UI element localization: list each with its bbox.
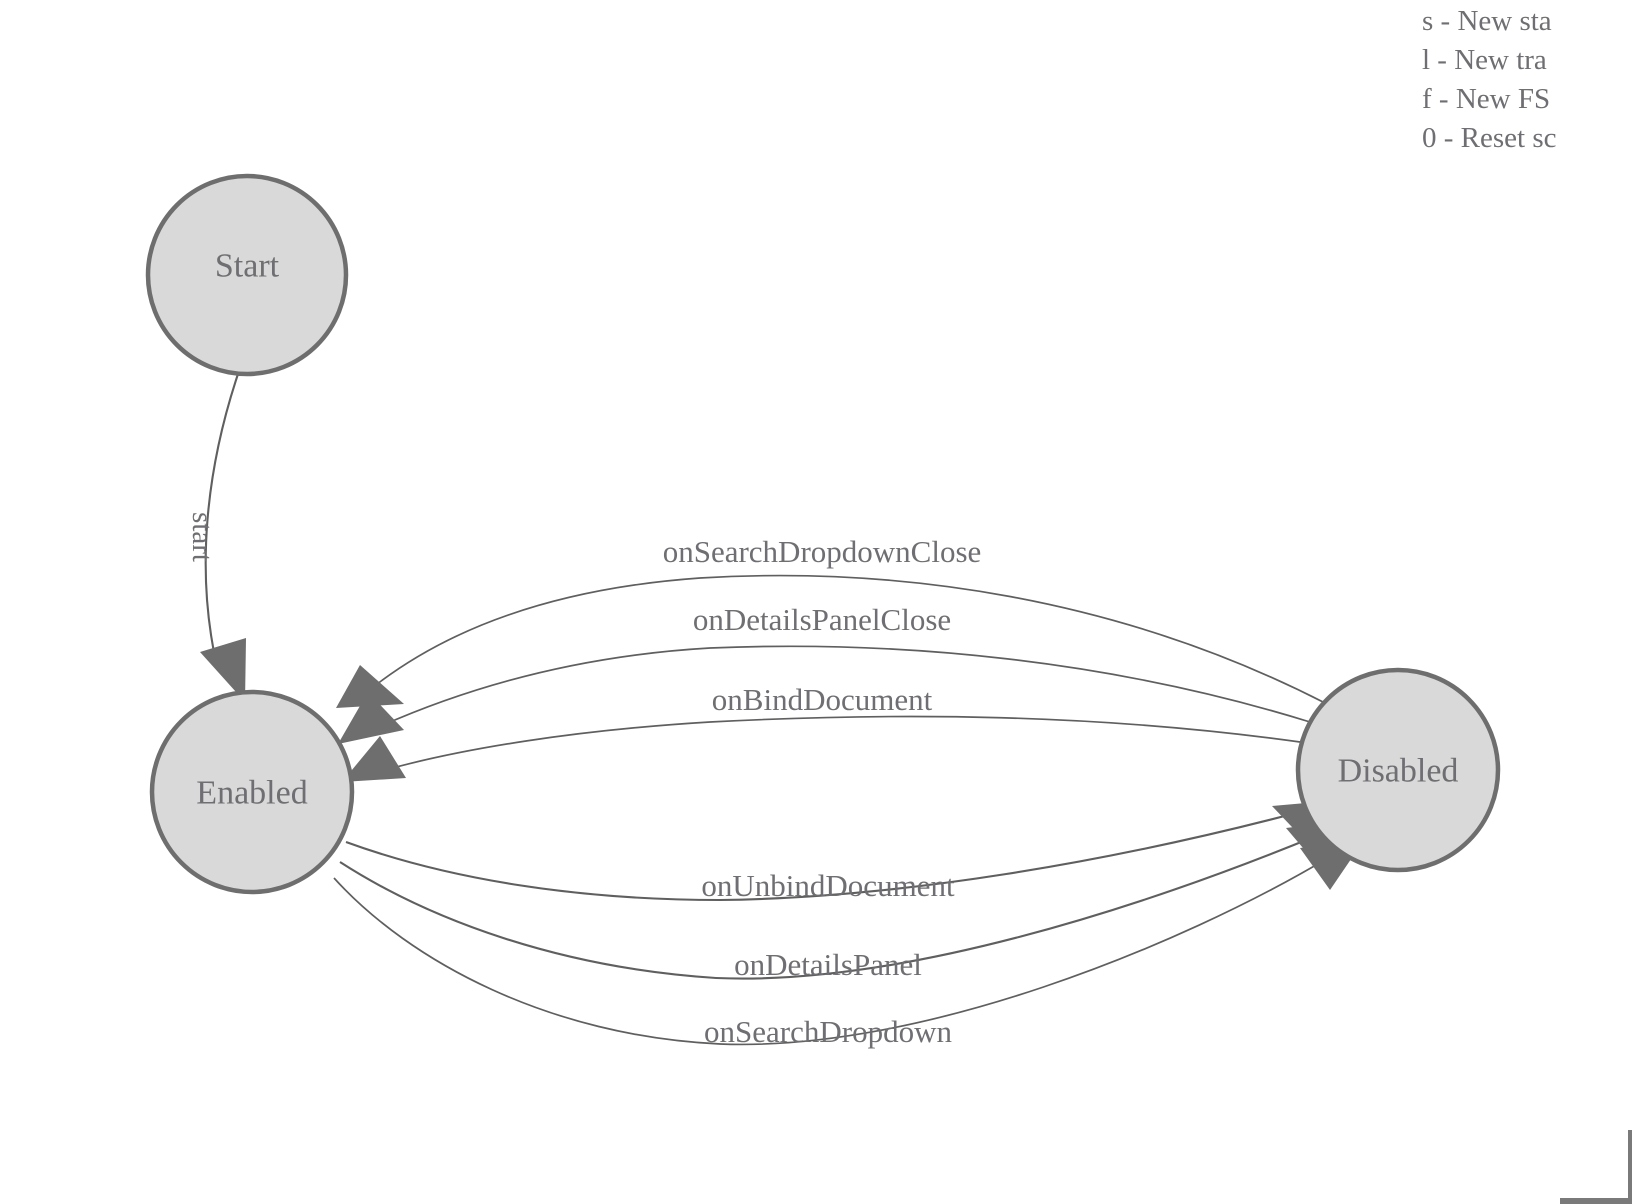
edge-enabled-to-disabled-searchdropdown[interactable] (333, 857, 1329, 1046)
edge-disabled-to-enabled-detailspanelclose[interactable] (371, 645, 1311, 731)
state-circle-disabled[interactable] (1295, 667, 1501, 873)
edge-label-on-details-panel-close: onDetailsPanelClose (693, 602, 951, 637)
edge-label-on-details-panel: onDetailsPanel (734, 947, 922, 982)
transition-on-search-dropdown[interactable]: onSearchDropdown (333, 840, 1364, 1049)
arrowhead-searchdropdownclose (336, 665, 404, 708)
state-label-start: Start (215, 248, 280, 285)
edge-label-on-unbind-document: onUnbindDocument (701, 868, 955, 903)
state-label-disabled: Disabled (1338, 753, 1459, 790)
panel-right-edge (1628, 1130, 1632, 1204)
edge-label-start: start (186, 512, 218, 562)
edge-label-on-search-dropdown: onSearchDropdown (704, 1014, 952, 1049)
state-circle-enabled[interactable] (149, 689, 355, 895)
transition-on-search-dropdown-close[interactable]: onSearchDropdownClose (336, 534, 1326, 708)
arrowhead-start-to-enabled (200, 638, 246, 702)
edge-enabled-to-disabled-unbinddocument[interactable] (345, 810, 1301, 902)
edge-disabled-to-enabled-searchdropdownclose[interactable] (371, 574, 1326, 704)
edge-disabled-to-enabled-binddocument[interactable] (377, 715, 1301, 773)
edge-label-on-search-dropdown-close: onSearchDropdownClose (663, 534, 982, 569)
edge-label-on-bind-document: onBindDocument (712, 682, 933, 717)
transition-on-details-panel-close[interactable]: onDetailsPanelClose (338, 602, 1311, 744)
panel-resize-handle[interactable] (1560, 1130, 1632, 1204)
arrowhead-detailspanelclose (338, 692, 404, 744)
edge-enabled-to-disabled-detailspanel[interactable] (339, 835, 1317, 980)
state-label-enabled: Enabled (196, 775, 307, 812)
transition-on-unbind-document[interactable]: onUnbindDocument (345, 800, 1340, 903)
transition-on-bind-document[interactable]: onBindDocument (342, 682, 1301, 782)
state-circle-start[interactable] (145, 173, 349, 377)
state-node-start[interactable]: Start (145, 173, 349, 377)
transition-on-details-panel[interactable]: onDetailsPanel (339, 820, 1352, 982)
state-node-disabled[interactable]: Disabled (1295, 667, 1501, 873)
panel-bottom-edge (1560, 1198, 1632, 1204)
edge-start-to-enabled[interactable] (204, 373, 239, 663)
state-node-enabled[interactable]: Enabled (149, 689, 355, 895)
transition-start[interactable]: start (186, 373, 246, 702)
arrowhead-binddocument (342, 736, 406, 782)
